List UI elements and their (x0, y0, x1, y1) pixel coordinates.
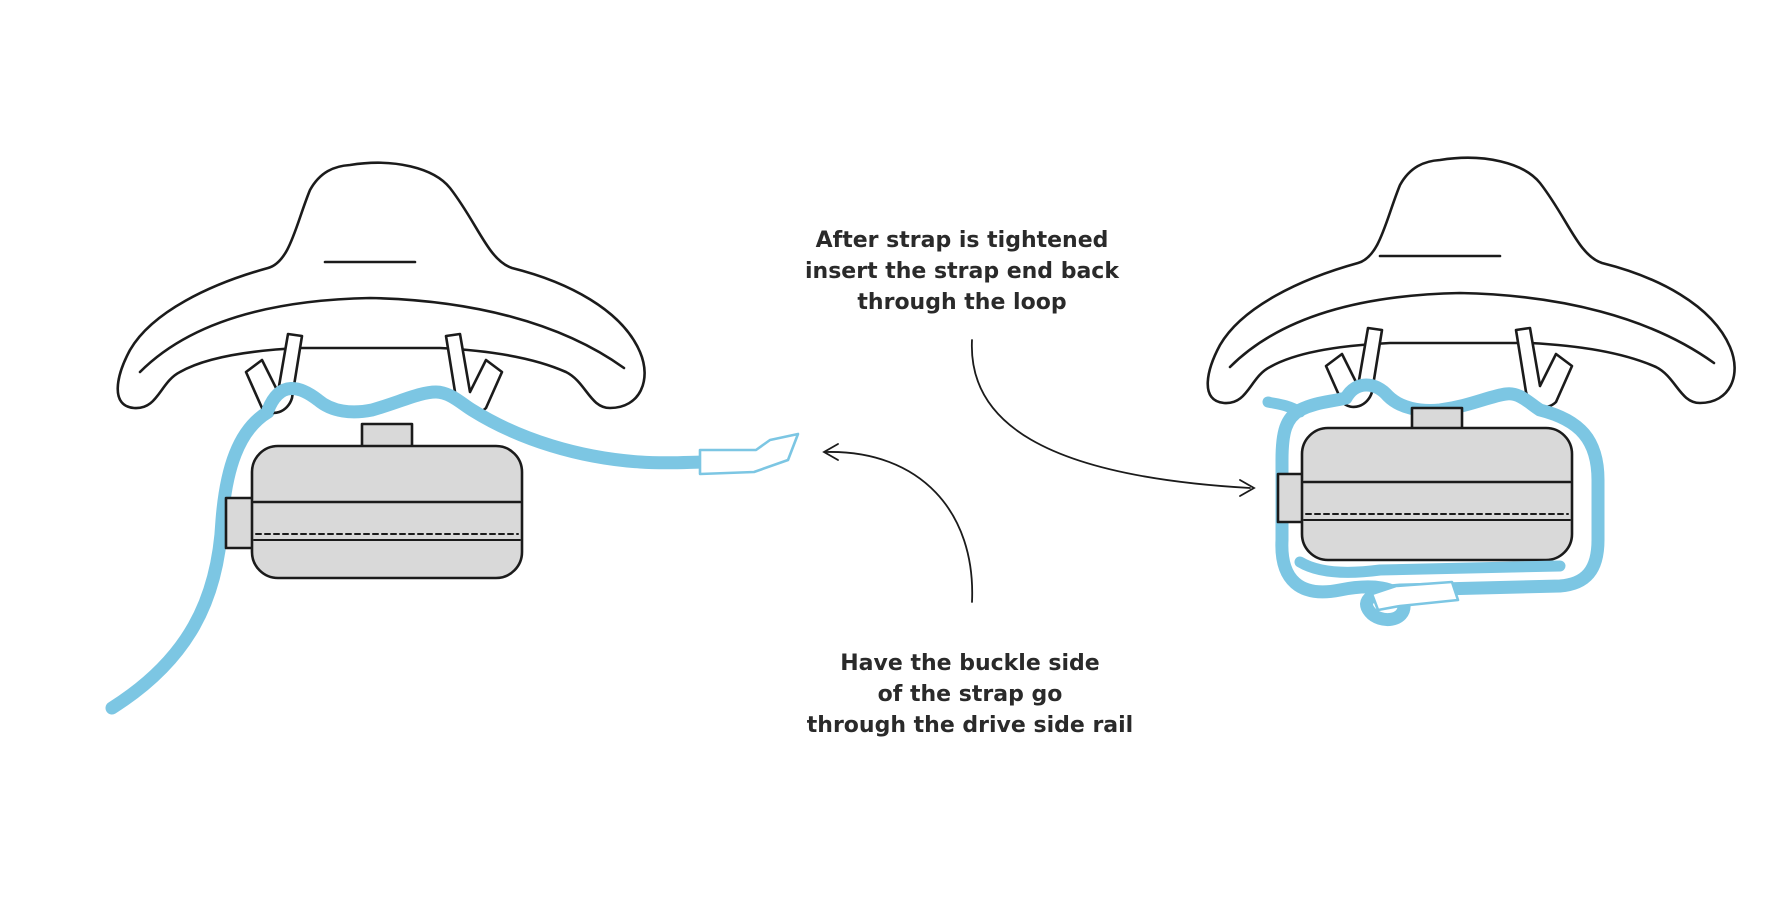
right-saddle-illustration (1206, 156, 1736, 626)
left-saddle-shell (116, 161, 646, 410)
arrows (822, 339, 1256, 603)
left-bag-side-tab (224, 496, 256, 550)
left-saddle (116, 161, 646, 415)
left-bag-top-tab (360, 422, 414, 450)
left-saddle-illustration (105, 161, 800, 715)
annotation-line: of the strap go (877, 682, 1063, 707)
left-bag-body (250, 444, 524, 580)
right-strap-buckle-tip (1370, 580, 1460, 612)
right-strap-left-side (1262, 396, 1306, 418)
annotation-line: Have the buckle side (840, 651, 1100, 676)
right-saddle-bag (1276, 406, 1574, 562)
annotation-line: insert the strap end back (805, 259, 1119, 284)
left-strap-buckle-tip (698, 432, 800, 476)
left-strap-loose-end (105, 405, 275, 715)
right-saddle-shell (1206, 156, 1736, 405)
annotation-after-tightened: After strap is tightened insert the stra… (805, 225, 1119, 318)
left-strap-through-rails (261, 382, 713, 470)
annotation-line: through the drive side rail (806, 713, 1134, 738)
arrow-to-buckle-tip (825, 451, 973, 603)
arrow-to-buckle-tip-head (822, 443, 839, 461)
right-saddle (1206, 156, 1736, 409)
arrow-to-right-bag-head (1239, 479, 1256, 497)
right-bag-body (1300, 426, 1574, 562)
annotation-line: through the loop (857, 290, 1067, 315)
left-saddle-rim-line (138, 296, 626, 374)
arrow-to-right-bag (971, 339, 1251, 489)
left-saddle-bag (224, 422, 524, 580)
annotation-line: After strap is tightened (815, 228, 1109, 253)
right-strap-lower-band (1294, 556, 1566, 578)
annotation-buckle-side: Have the buckle side of the strap go thr… (807, 648, 1133, 741)
right-saddle-rim-line (1228, 291, 1716, 369)
